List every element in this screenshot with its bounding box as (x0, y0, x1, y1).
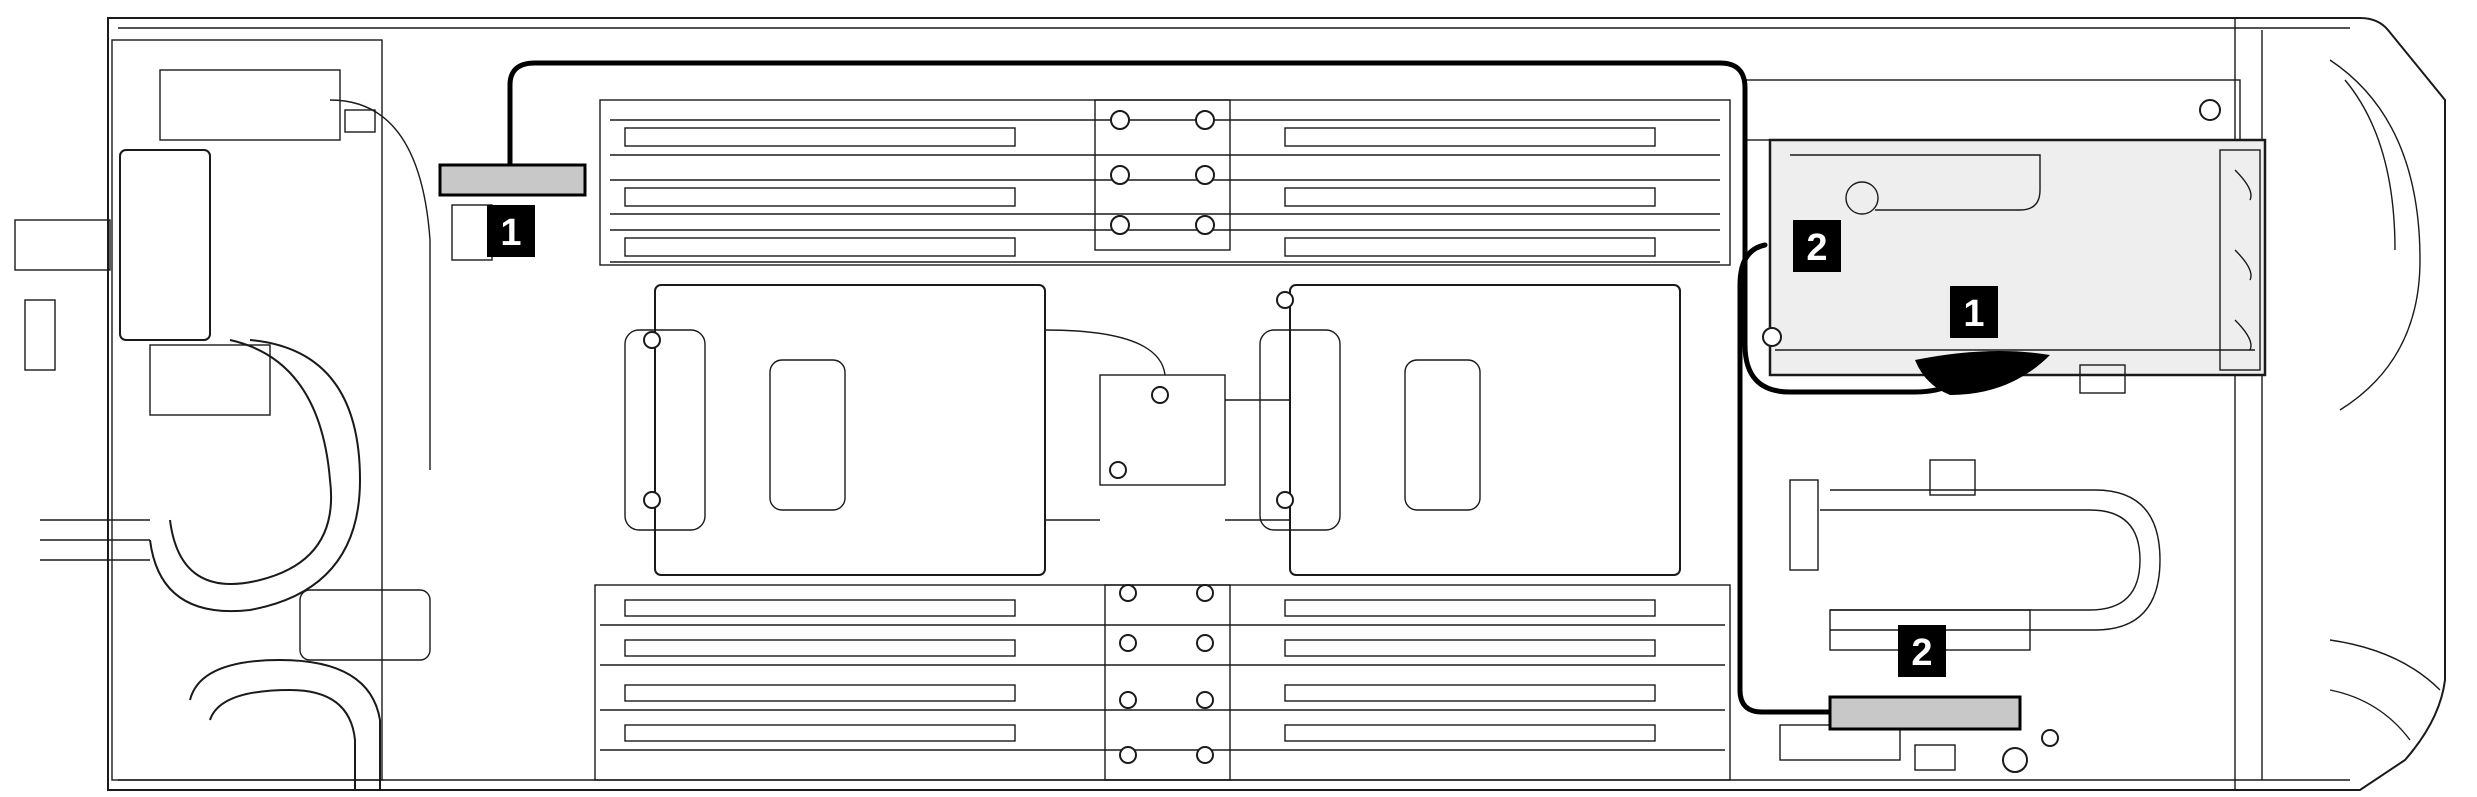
svg-text:2: 2 (1911, 632, 1932, 674)
callout-1-riser: 1 (1950, 286, 1998, 338)
callout-2-bottom: 2 (1898, 625, 1946, 677)
connector-1 (438, 163, 587, 197)
riser-cage (1762, 138, 2267, 395)
svg-text:2: 2 (1806, 227, 1827, 269)
processor-cold-plates (624, 284, 1681, 576)
chassis-outline (107, 17, 2446, 791)
upper-dimm-slots (599, 99, 1731, 266)
connector-2 (1828, 695, 2022, 731)
svg-text:1: 1 (1963, 293, 1984, 335)
callout-2-riser: 2 (1793, 220, 1841, 272)
cable-1 (507, 60, 1978, 395)
lower-dimm-slots (594, 584, 1731, 781)
left-cooling-module (14, 39, 493, 790)
svg-text:1: 1 (500, 212, 521, 254)
cable-2 (1737, 242, 1833, 715)
callout-1-top: 1 (487, 205, 535, 257)
